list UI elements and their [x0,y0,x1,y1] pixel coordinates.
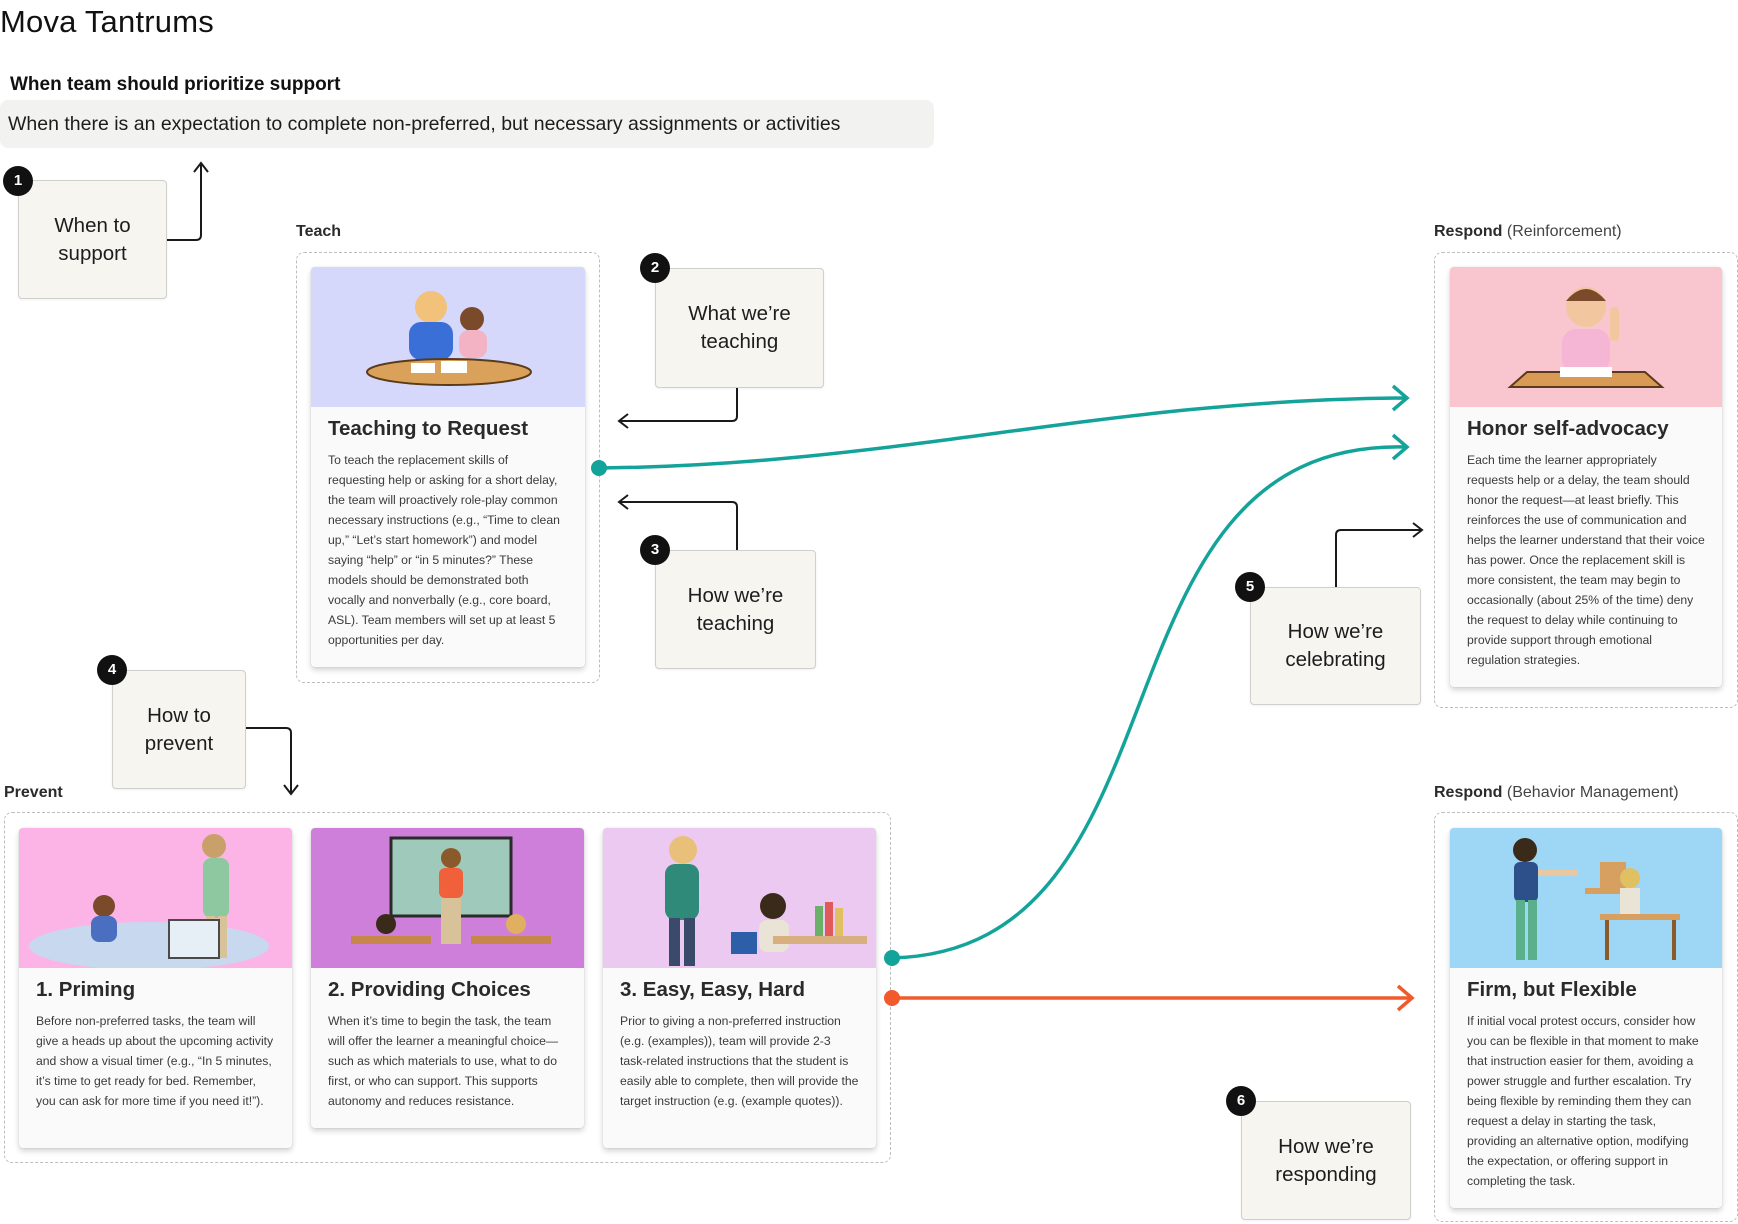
group-label-respond-reinforcement: Respond (Reinforcement) [1434,223,1622,240]
card-title: Firm, but Flexible [1467,978,1637,1001]
card-easy-easy-hard: 3. Easy, Easy, Hard Prior to giving a no… [603,828,876,1148]
card-teaching-to-request: Teaching to Request To teach the replace… [311,267,585,667]
step-badge-6: 6 [1226,1086,1256,1116]
page-title: Mova Tantrums [0,4,214,39]
group-label-prevent: Prevent [4,784,63,801]
support-heading: When team should prioritize support [10,74,341,95]
step-badge-3: 3 [640,535,670,565]
card-body: If initial vocal protest occurs, conside… [1467,1014,1699,1188]
group-label-teach: Teach [296,223,342,240]
connector-when-to-support [167,164,202,241]
choices-illustration [311,828,584,968]
connector-how-teaching [620,501,738,550]
sticky-what-teaching[interactable]: What we’re teaching [655,268,824,388]
support-condition: When there is an expectation to complete… [0,100,934,148]
arrowhead-teach-to-honor [1391,384,1410,412]
priming-illustration [19,828,292,968]
step-badge-1: 1 [3,166,33,196]
arrowhead-how-teaching [617,494,629,510]
firm-illustration [1450,828,1722,968]
step-badge-2: 2 [640,253,670,283]
card-title: 1. Priming [36,978,136,1001]
arrowhead-prevent-to-honor [1391,433,1410,461]
step-badge-5: 5 [1235,572,1265,602]
card-body: When it’s time to begin the task, the te… [328,1014,559,1108]
card-title: 2. Providing Choices [328,978,531,1001]
sticky-how-responding[interactable]: How we’re responding [1241,1101,1411,1220]
connector-teach-to-honor [598,396,1406,470]
easy-illustration [603,828,876,968]
card-title: 3. Easy, Easy, Hard [620,978,805,1001]
connector-what-teaching [620,388,738,422]
sticky-when-to-support[interactable]: When to support [18,180,167,299]
connector-how-celebrating [1335,529,1421,587]
arrowhead-when-to-support [193,161,209,173]
card-firm-but-flexible: Firm, but Flexible If initial vocal prot… [1450,828,1722,1208]
card-providing-choices: 2. Providing Choices When it’s time to b… [311,828,584,1128]
card-honor-self-advocacy: Honor self-advocacy Each time the learne… [1450,267,1722,687]
card-body: Each time the learner appropriately requ… [1467,453,1705,667]
teaching-illustration [311,267,585,407]
sticky-how-to-prevent[interactable]: How to prevent [112,670,246,789]
arrowhead-prevent-to-firm [1396,984,1415,1012]
card-title: Teaching to Request [328,417,529,440]
card-priming: 1. Priming Before non-preferred tasks, t… [19,828,292,1148]
honor-illustration [1450,267,1722,407]
step-badge-4: 4 [97,655,127,685]
card-body: Prior to giving a non-preferred instruct… [620,1014,859,1108]
arrowhead-what-teaching [617,413,629,429]
group-label-respond-behavior: Respond (Behavior Management) [1434,784,1679,801]
card-body: To teach the replacement skills of reque… [328,453,560,647]
sticky-how-celebrating[interactable]: How we’re celebrating [1250,587,1421,705]
card-title: Honor self-advocacy [1467,417,1669,440]
card-body: Before non-preferred tasks, the team wil… [36,1014,274,1108]
sticky-how-teaching[interactable]: How we’re teaching [655,550,816,669]
connector-how-prevent [246,727,292,793]
prevent-group [4,812,891,1163]
arrowhead-how-prevent [283,784,299,796]
arrowhead-how-celebrating [1412,522,1424,538]
